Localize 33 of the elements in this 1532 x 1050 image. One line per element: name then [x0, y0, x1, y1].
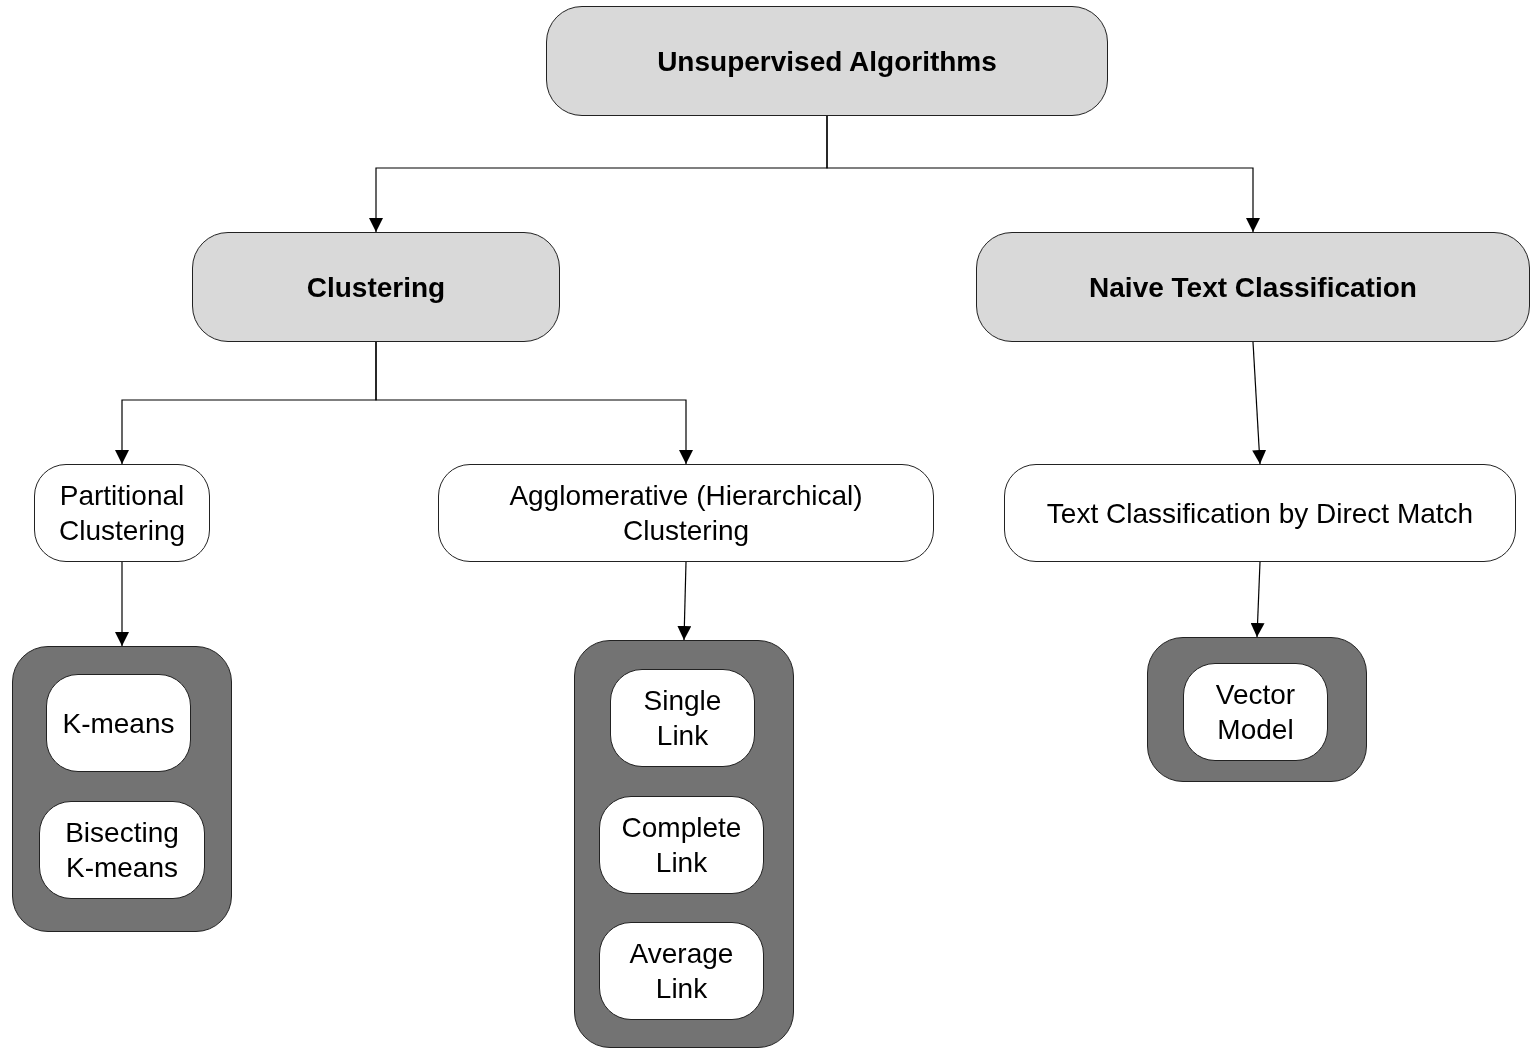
category-box: [976, 232, 1530, 342]
group-panel: [574, 640, 794, 1048]
arrow: [677, 561, 692, 641]
method-box: [610, 669, 755, 767]
method-box: [1183, 663, 1328, 761]
method-box: [1004, 464, 1516, 562]
node-label: Unsupervised Algorithms: [657, 44, 997, 79]
node-label: Text Classification by Direct Match: [1046, 496, 1474, 531]
arrow: [115, 561, 129, 647]
group-panel: [12, 646, 232, 932]
method-box: [46, 674, 191, 772]
arrow: [375, 341, 693, 465]
arrow: [826, 115, 1260, 233]
node-label: Complete Link: [620, 811, 743, 880]
node-label: Agglomerative (Hierarchical) Clustering: [508, 479, 864, 548]
method-box: [599, 922, 764, 1020]
method-box: [438, 464, 934, 562]
category-box: [546, 6, 1108, 116]
node-label: K-means: [62, 706, 175, 741]
arrow: [1250, 561, 1265, 638]
node-label: Naive Text Classification: [1089, 270, 1417, 305]
node-label: Vector Model: [1214, 678, 1297, 747]
category-box: [192, 232, 560, 342]
node-label: Clustering: [306, 270, 446, 305]
node-label: Average Link: [628, 937, 735, 1006]
node-label: Bisecting K-means: [64, 816, 180, 885]
node-label: Single Link: [642, 684, 723, 753]
group-panel: [1147, 637, 1367, 782]
node-label: Partitional Clustering: [57, 479, 187, 548]
method-box: [599, 796, 764, 894]
arrow: [1252, 341, 1267, 465]
method-box: [34, 464, 210, 562]
method-box: [39, 801, 205, 899]
